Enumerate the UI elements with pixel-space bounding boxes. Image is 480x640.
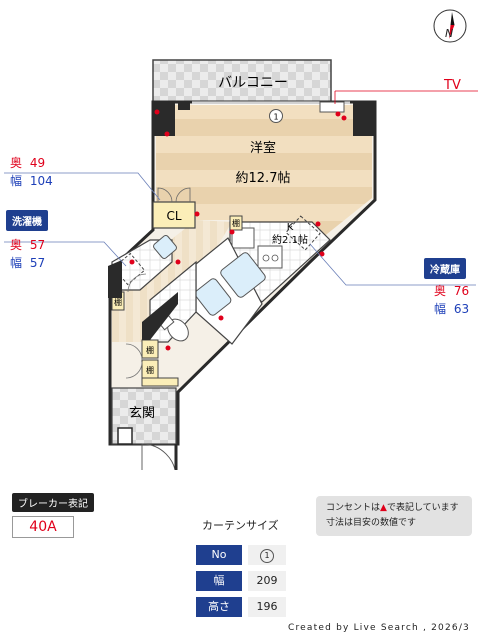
- notes-box: コンセントは▲で表記しています 寸法は目安の数値です: [316, 496, 472, 536]
- washer-depth-value: 57: [29, 238, 46, 252]
- tv-stand: [319, 101, 345, 113]
- washer-depth-label: 奥: [10, 238, 23, 252]
- fridge-depth-value: 76: [453, 284, 470, 298]
- washer-width-value: 57: [29, 256, 46, 270]
- curtain-width-value: 209: [248, 571, 286, 591]
- curtain-height-label: 高さ: [196, 597, 242, 617]
- washer-info: 洗濯機 奥 57 幅 57: [6, 210, 48, 271]
- compass: N: [432, 8, 468, 44]
- fridge-title: 冷蔵庫: [424, 258, 466, 279]
- balcony-label: バルコニー: [218, 75, 288, 91]
- curtain-row-no: No 1: [196, 545, 286, 565]
- entrance-label: 玄関: [129, 406, 155, 421]
- curtain-height-value: 196: [248, 597, 286, 617]
- washer-title: 洗濯機: [6, 210, 48, 231]
- curtain-row-height: 高さ 196: [196, 597, 286, 617]
- note-line1-after: で表記しています: [386, 503, 459, 513]
- outlet-symbol-icon: ▲: [380, 503, 387, 513]
- curtain-title: カーテンサイズ: [202, 519, 279, 532]
- bathtub: [220, 252, 266, 298]
- closet-width-label: 幅: [10, 174, 23, 188]
- kitchen-size: 約2.1帖: [272, 233, 308, 246]
- kitchen-label: K: [287, 222, 294, 233]
- fridge-width-label: 幅: [434, 302, 447, 316]
- breaker-title: ブレーカー表記: [12, 493, 94, 512]
- curtain-no-label: No: [196, 545, 242, 565]
- washer-leader-line: [4, 241, 127, 267]
- corridor-floor: [112, 220, 232, 342]
- compass-icon: [433, 9, 467, 43]
- curtain-table: No 1 幅 209 高さ 196: [196, 545, 286, 617]
- closet-leader-line: [4, 172, 161, 201]
- outlet-markers: [129, 109, 347, 351]
- note-line1-before: コンセントは: [326, 503, 381, 513]
- closet-width-value: 104: [29, 174, 53, 188]
- kitchen-sink: [231, 227, 255, 249]
- western-room-size: 約12.7帖: [236, 171, 291, 186]
- washer-width-label: 幅: [10, 256, 23, 270]
- entrance-door: [141, 443, 176, 470]
- window-marker: [269, 109, 283, 123]
- breaker-info: ブレーカー表記 40A: [12, 492, 94, 538]
- curtain-row-width: 幅 209: [196, 571, 286, 591]
- curtain-no-value: 1: [260, 549, 274, 563]
- fridge-info: 冷蔵庫 奥 76 幅 63: [424, 258, 469, 317]
- fridge-width-value: 63: [453, 302, 470, 316]
- shelf-label-kitchen: 棚: [232, 218, 240, 228]
- compass-north-label: N: [445, 27, 454, 40]
- western-room-floor: [156, 105, 372, 246]
- western-room-label: 洋室: [250, 140, 276, 156]
- breaker-value: 40A: [12, 516, 74, 538]
- closet-depth-label: 奥: [10, 156, 23, 170]
- footer-credit: Created by Live Search , 2026/3: [288, 623, 470, 633]
- closet-area: [152, 201, 196, 229]
- fridge-spot: [285, 215, 321, 251]
- closet-depth-value: 49: [29, 156, 46, 170]
- shelf-label-entry-2: 棚: [146, 365, 154, 375]
- tv-label: TV: [444, 78, 461, 93]
- floor-plan: 1 バルコニー 洋室 約12.7帖 CL K 約2.1帖 棚 棚 棚 棚 玄関: [4, 59, 478, 470]
- balcony-area: [152, 59, 332, 103]
- shelf-label-entry-1: 棚: [146, 345, 154, 355]
- shelf-kitchen: [229, 215, 243, 231]
- curtain-width-label: 幅: [196, 571, 242, 591]
- entrance-pillar: [117, 427, 133, 445]
- fridge-depth-label: 奥: [434, 284, 447, 298]
- closet-label: CL: [166, 209, 181, 223]
- note-line2: 寸法は目安の数値です: [326, 518, 417, 528]
- window-marker-number: 1: [273, 113, 278, 122]
- closet-dimensions: 奥 49 幅 104: [10, 155, 53, 189]
- shelf-label-left: 棚: [114, 297, 122, 307]
- fridge-leader-line: [309, 243, 476, 286]
